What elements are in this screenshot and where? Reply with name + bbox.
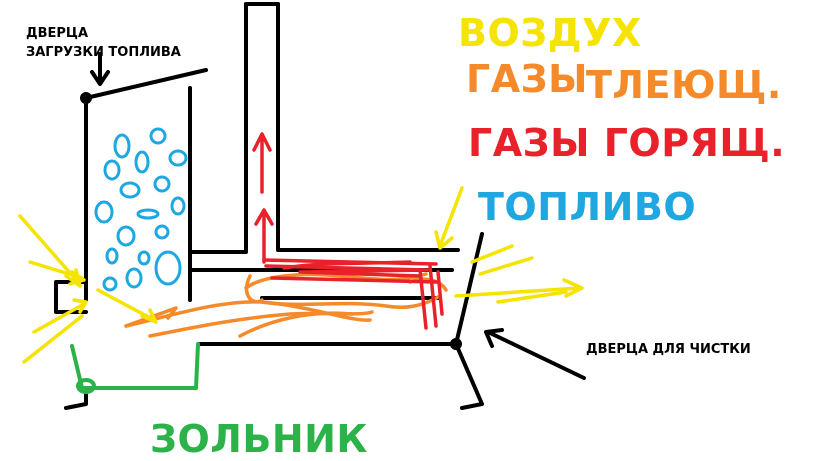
fuel-door-label-line-2: ЗАГРУЗКИ ТОПЛИВА [26,45,181,60]
fuel-door-hinge [80,92,92,104]
legend-smouldering-gases: ГАЗЫ [466,57,588,101]
ashpit-label: ЗОЛЬНИК [150,417,368,461]
tunnel-top [188,248,460,254]
ashpit-handle [76,378,96,394]
legend-air: ВОЗДУХ [458,11,642,55]
legend-burning-gases: ГАЗЫ ГОРЯЩ. [468,121,786,165]
fuel-door-label: ДВЕРЦА ЗАГРУЗКИ ТОПЛИВА [26,24,181,62]
clean-door-arrow [484,328,586,380]
legend-fuel: ТОПЛИВО [478,185,697,229]
right-foot [454,342,484,410]
clean-door-label: ДВЕРЦА ДЛЯ ЧИСТКИ [586,342,751,357]
fuel-door-arrow [90,52,110,86]
cleanout-wall [454,232,484,346]
fuel-door-lid [84,68,208,100]
legend-smouldering-gases-2: ТЛЕЮЩ. [586,63,782,107]
ashpit-outline [70,342,200,390]
fuel-door-label-line-1: ДВЕРЦА [26,26,89,41]
